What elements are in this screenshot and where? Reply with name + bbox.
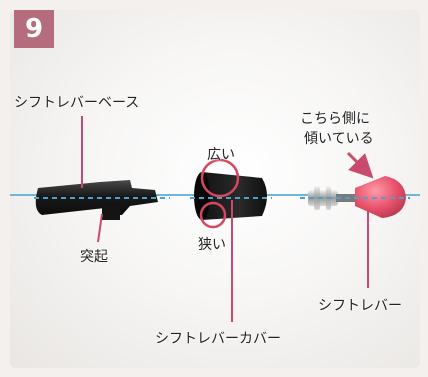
parts-illustration bbox=[10, 116, 420, 322]
tilt-label-line1: こちら側に bbox=[300, 111, 370, 127]
narrow-label: 狭い bbox=[198, 237, 226, 253]
shift-lever-cover-label: シフトレバーカバー bbox=[155, 331, 281, 347]
wide-label: 広い bbox=[207, 147, 235, 163]
product-photo bbox=[10, 10, 420, 368]
shift-lever-base-label: シフトレバーベース bbox=[14, 95, 140, 111]
shift-lever-label: シフトレバー bbox=[318, 298, 402, 314]
shift-lever-base-part bbox=[35, 180, 158, 220]
wide-side-circle bbox=[200, 158, 240, 198]
tilt-arrow bbox=[346, 151, 374, 179]
protrusion-leader-line bbox=[97, 213, 103, 243]
step-number-badge: 9 bbox=[14, 10, 54, 48]
protrusion-label: 突起 bbox=[80, 249, 108, 265]
shift-lever-knob-part bbox=[355, 176, 406, 218]
tilt-label-line2: 傾いている bbox=[304, 131, 374, 147]
narrow-side-circle bbox=[199, 201, 227, 229]
shift-lever-cover-part bbox=[194, 172, 267, 220]
